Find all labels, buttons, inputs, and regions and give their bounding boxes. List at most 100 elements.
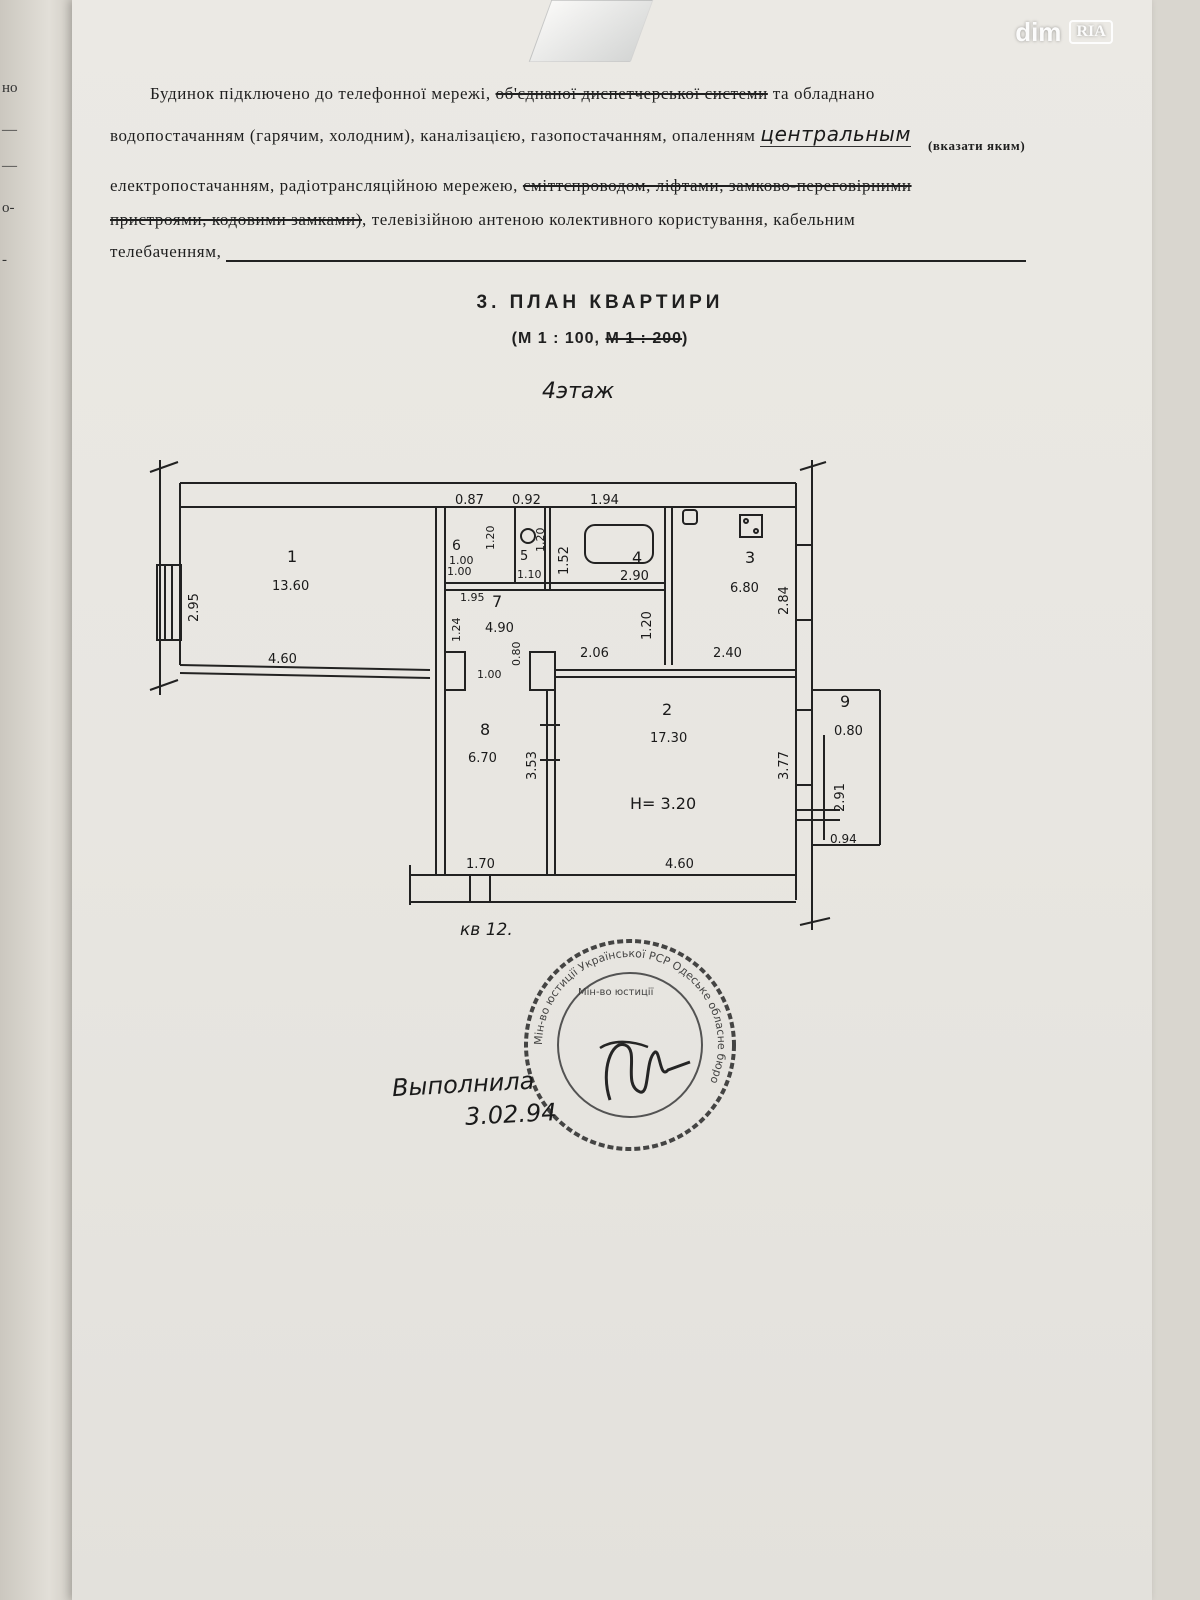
room-1-area: 13.60 bbox=[272, 579, 309, 594]
paragraph-line-2: водопостачанням (гарячим, холодним), кан… bbox=[110, 122, 1070, 147]
dim-label: 1.24 bbox=[450, 618, 463, 643]
dim-label: 1.00 bbox=[477, 668, 502, 681]
struck-text: об'єднаної диспетчерської системи bbox=[495, 84, 768, 103]
bathtub bbox=[584, 524, 654, 564]
dim-label: 2.84 bbox=[777, 586, 792, 615]
left-page-edge: но — — о- - bbox=[0, 0, 82, 1600]
apartment-number: кв 12. bbox=[460, 920, 513, 940]
dim-label: 1.20 bbox=[640, 611, 655, 640]
scale-text: ) bbox=[682, 330, 689, 347]
paragraph-text: водопостачанням (гарячим, холодним), кан… bbox=[110, 126, 761, 145]
official-stamp: Мін-во юстиції Української РСР Одеське о… bbox=[524, 939, 736, 1151]
ceiling-height: H= 3.20 bbox=[630, 794, 696, 813]
wall-line bbox=[179, 672, 431, 679]
toilet bbox=[520, 528, 536, 544]
watermark-badge: RIA bbox=[1069, 20, 1113, 44]
column bbox=[444, 651, 466, 691]
left-page-fragment: - bbox=[2, 252, 7, 268]
stove-burner bbox=[743, 518, 749, 524]
room-8-area: 6.70 bbox=[468, 751, 497, 766]
room-9-area: 0.80 bbox=[834, 724, 863, 739]
signature bbox=[604, 1043, 691, 1101]
room-9-number: 9 bbox=[840, 692, 850, 711]
break-mark bbox=[149, 679, 179, 691]
dim-label: 1.70 bbox=[466, 857, 495, 872]
plan-labels: 1 13.60 2 17.30 3 6.80 4 2.90 5 1.10 6 1… bbox=[187, 493, 863, 940]
dim-label: 3.77 bbox=[777, 751, 792, 780]
dim-label: 1.94 bbox=[590, 493, 619, 508]
paragraph-text: Будинок підключено до телефонної мережі, bbox=[150, 84, 496, 103]
dim-label: 1.20 bbox=[484, 526, 497, 551]
watermark-brand: dim bbox=[1015, 16, 1062, 47]
dim-label: 1.52 bbox=[557, 546, 572, 575]
left-page-fragment: — bbox=[2, 158, 17, 174]
paragraph-text: та обладнано bbox=[767, 84, 876, 103]
struck-text: пристроями, кодовими замками) bbox=[110, 210, 362, 229]
dim-label: 2.40 bbox=[713, 646, 742, 661]
room-6-area: 1.00 bbox=[447, 565, 472, 578]
dim-label: 1.20 bbox=[534, 528, 547, 553]
dim-label: 2.91 bbox=[833, 783, 848, 812]
room-5-number: 5 bbox=[520, 549, 528, 564]
paragraph-line-4: пристроями, кодовими замками), телевізій… bbox=[110, 210, 1070, 230]
break-mark bbox=[799, 461, 827, 471]
dim-label: 4.60 bbox=[665, 857, 694, 872]
signed-date: 3.02.94 bbox=[464, 1098, 557, 1131]
sink bbox=[682, 509, 698, 525]
paragraph-text: телебаченням, bbox=[110, 242, 227, 261]
left-page-fragment: о- bbox=[2, 200, 15, 216]
dim-label: 0.94 bbox=[830, 832, 857, 846]
paragraph-text: електропостачанням, радіотрансляційною м… bbox=[110, 176, 523, 195]
room-7-number: 7 bbox=[492, 592, 502, 611]
room-2-area: 17.30 bbox=[650, 731, 687, 746]
dim-label: 0.87 bbox=[455, 493, 484, 508]
document-sheet bbox=[72, 0, 1152, 1600]
field-hint: (вказати яким) bbox=[928, 138, 1026, 153]
dim-label: 0.80 bbox=[510, 642, 523, 667]
room-5-area: 1.10 bbox=[517, 568, 542, 581]
room-8-number: 8 bbox=[480, 720, 490, 739]
watermark-logo: dim RIA bbox=[994, 10, 1134, 54]
stamp-inner-text: Мін-во юстиції bbox=[578, 986, 654, 998]
dim-label: 1.00 bbox=[449, 554, 474, 567]
paragraph-line-1: Будинок підключено до телефонної мережі,… bbox=[110, 84, 1070, 104]
room-3-area: 6.80 bbox=[730, 581, 759, 596]
floor-label: 4этаж bbox=[542, 379, 614, 404]
room-1-number: 1 bbox=[287, 547, 297, 566]
struck-text: сміттєпроводом, ліфтами, замково-перегов… bbox=[522, 176, 912, 195]
signed-by-label: Выполнила bbox=[391, 1067, 535, 1102]
room-7-area: 4.90 bbox=[485, 621, 514, 636]
dim-label: 2.06 bbox=[580, 646, 609, 661]
struck-scale: М 1 : 200 bbox=[605, 330, 683, 347]
left-page-fragment: — bbox=[2, 122, 17, 138]
break-mark bbox=[799, 917, 831, 926]
plan-walls bbox=[149, 460, 881, 930]
dim-label: 3.53 bbox=[525, 751, 540, 780]
scale-text: (М 1 : 100, bbox=[511, 330, 606, 347]
scale-note: (М 1 : 100, М 1 : 200) bbox=[0, 330, 1200, 348]
dim-label: 0.92 bbox=[512, 493, 541, 508]
left-page-fragment: но bbox=[2, 80, 18, 96]
dim-label: 1.95 bbox=[460, 591, 485, 604]
stamp-outer-ring bbox=[524, 939, 736, 1151]
stove bbox=[739, 514, 763, 538]
paragraph-text: , телевізійною антеною колективного кори… bbox=[362, 210, 856, 229]
room-6-number: 6 bbox=[452, 538, 461, 554]
window-right-3 bbox=[795, 544, 813, 621]
blank-fill-line bbox=[226, 246, 1027, 262]
section-title: 3. ПЛАН КВАРТИРИ bbox=[476, 292, 724, 313]
break-mark bbox=[149, 461, 179, 473]
column bbox=[529, 651, 556, 691]
room-2-number: 2 bbox=[662, 700, 672, 719]
room-3-number: 3 bbox=[745, 548, 755, 567]
window-left bbox=[156, 564, 182, 641]
signature bbox=[599, 1040, 649, 1050]
stamp-inner-ring bbox=[557, 972, 703, 1118]
paragraph-line-5: телебаченням, bbox=[110, 242, 1070, 262]
room-4-number: 4 bbox=[632, 548, 642, 567]
paragraph-line-3: електропостачанням, радіотрансляційною м… bbox=[110, 176, 1070, 196]
dim-label: 4.60 bbox=[268, 652, 297, 667]
room-4-area: 2.90 bbox=[620, 569, 649, 584]
wall-line bbox=[179, 664, 431, 671]
